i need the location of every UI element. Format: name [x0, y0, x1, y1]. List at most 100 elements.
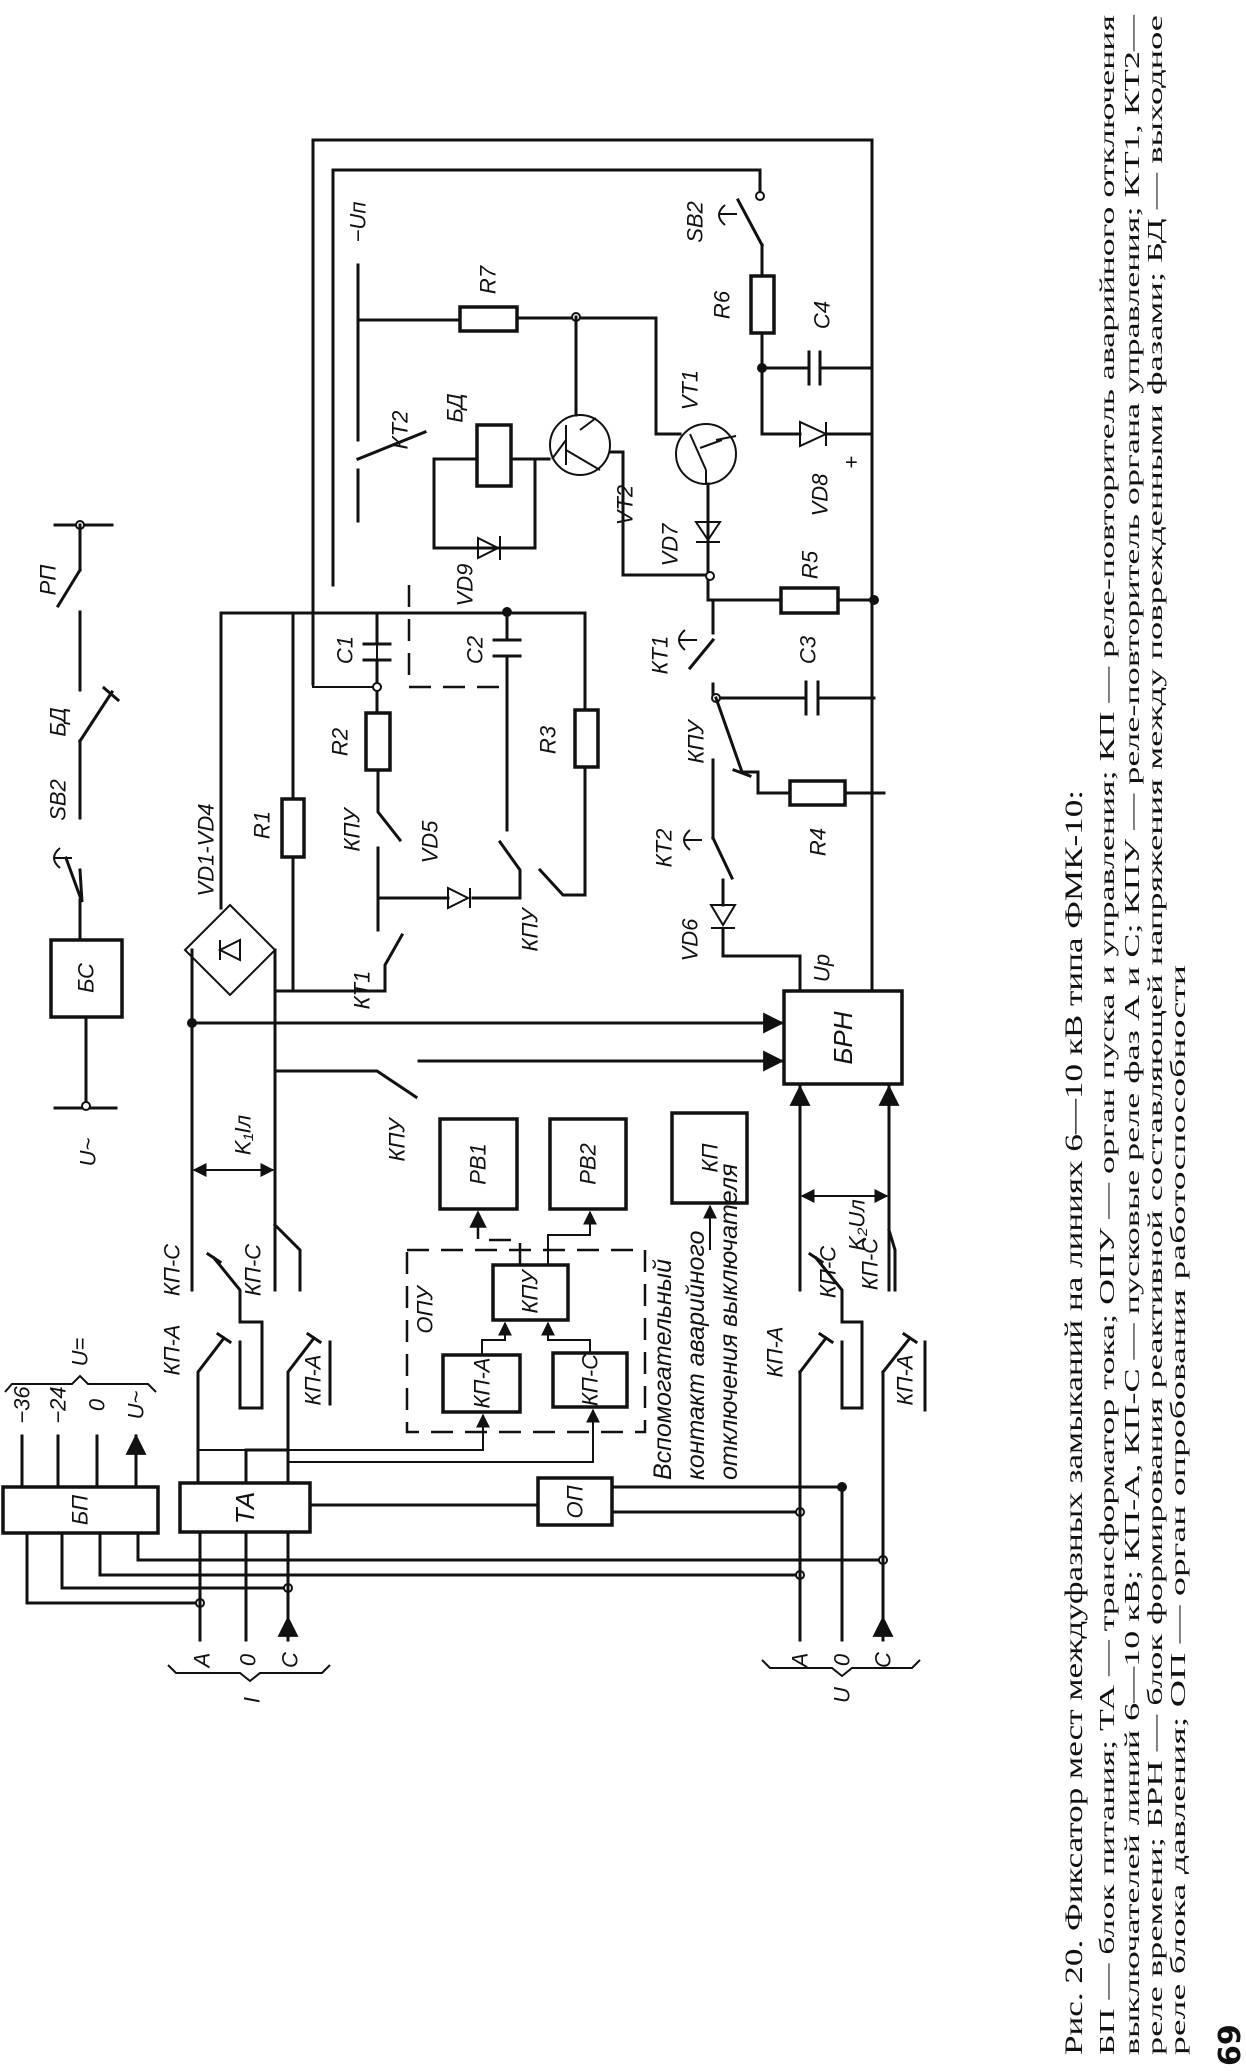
bp-output-brace: [4, 1374, 157, 1393]
switch-contacts-wire: [55, 523, 121, 942]
note-line-3: отключения выключателя: [715, 1164, 743, 1480]
vd8-diode-icon: [799, 420, 829, 448]
vd6-diode-icon: [709, 904, 737, 929]
vt2-label: VT2: [613, 485, 638, 525]
u-contact-label-2: КП-С: [816, 1246, 841, 1298]
r1-resistor: [280, 797, 306, 859]
kt2b-label: КТ2: [652, 829, 677, 868]
sb2-label: SB2: [683, 201, 708, 243]
kp-label: КП: [698, 1143, 723, 1172]
node: [869, 595, 879, 605]
r6-resistor: [749, 274, 776, 335]
u-brace: [761, 1659, 921, 1678]
kp-block: [670, 1111, 749, 1205]
r3-wire: [537, 611, 587, 897]
c1-capacitor: [362, 611, 392, 715]
kpa-to-kpu: [481, 1321, 512, 1355]
r6-label: R6: [710, 290, 735, 319]
bp-input-wires: [25, 1534, 885, 1605]
i-phase-a: A: [190, 1653, 215, 1670]
rb1-label: РВ1: [466, 1143, 491, 1185]
voltage-input-arrows: [798, 1618, 883, 1642]
vd5-diode-icon: [447, 886, 471, 910]
kt2-timer-icon: [683, 829, 702, 851]
u-phase-0: 0: [830, 1653, 855, 1666]
node: [372, 682, 382, 692]
r3-label: R3: [536, 725, 561, 754]
current-input-lines: [198, 1530, 290, 1642]
node: [755, 191, 765, 201]
output-stage: −Uп R7 КТ2 БД VD9 VT2 VT1 VD7 R5 SB2 R6 …: [311, 138, 886, 993]
c3-capacitor: [804, 680, 820, 716]
u-phase-a: A: [788, 1653, 813, 1670]
vd6-label: VD6: [678, 918, 703, 962]
u-contact-label-3: КП-С: [858, 1238, 883, 1290]
r4-resistor: [788, 779, 847, 807]
i-brace: [167, 1664, 331, 1683]
sb2-contact-blade: [735, 197, 765, 248]
bp-output-1: −36: [10, 1386, 35, 1424]
kpu-switch: [273, 1069, 419, 1100]
u-dc-label: U=: [68, 1337, 93, 1366]
i-contact-label-2: КП-С: [160, 1244, 185, 1296]
power-and-current-transformer: БП −36 −24 0 U~ U= ТА A 0 C I КП-А КП-С …: [1, 1222, 888, 1703]
voltage-contacts-a: [800, 1087, 864, 1410]
plus-sign: +: [845, 450, 858, 475]
figure-caption: Рис. 20. Фиксатор мест междуфазных замык…: [1061, 13, 1190, 2055]
vd9-diode-icon: [477, 536, 501, 560]
coil-wire: [432, 457, 551, 550]
kp-c-label: КП-С: [578, 1354, 603, 1406]
c4-label: C4: [810, 301, 835, 329]
c2-label: C2: [463, 636, 488, 664]
i-phase-c: C: [278, 1652, 303, 1668]
ta-to-kpa: [198, 1413, 490, 1451]
current-contacts-c: [272, 1222, 332, 1485]
bridge-section: VD1-VD4 R1 КТ1 C1 R2 КПУ VD5 C2 R3 КПУ: [183, 585, 600, 1009]
vd7-r5-wire: [706, 482, 874, 602]
i-phase-0: 0: [236, 1653, 261, 1666]
top-rail: [219, 611, 587, 910]
kpu1-label: КПУ: [340, 807, 365, 852]
u-contact-label-4: КП-А: [893, 1355, 918, 1406]
sb2-pushbutton-icon: [718, 204, 737, 226]
caption-line-4: реле времени; БРН — блок формирования ре…: [1143, 15, 1167, 2055]
vt2-transistor-icon: [549, 414, 611, 476]
caption-title: Рис. 20. Фиксатор мест междуфазных замык…: [1061, 790, 1088, 2055]
vd1-vd4-bridge-icon: [183, 903, 277, 997]
u-phase-c: C: [871, 1652, 896, 1668]
c3-label: C3: [796, 635, 821, 664]
up-label: Uр: [810, 954, 835, 982]
u-group-label: U: [830, 1687, 855, 1703]
kpu-block-label: КПУ: [518, 1269, 543, 1314]
ta-neutral-wire: [244, 1448, 290, 1485]
kp-c-block: [551, 1351, 629, 1409]
bp-output-3: 0: [85, 1398, 110, 1411]
bridge-diode-icon: [217, 938, 241, 962]
rp-label: РП: [36, 565, 61, 596]
kpu-to-rb2: [547, 1210, 597, 1265]
bs-label: БС: [74, 963, 99, 993]
kt2-vd6-wire: [711, 758, 802, 993]
bd-coil-label: БД: [443, 393, 468, 422]
vd9-label: VD9: [453, 564, 478, 607]
r2-resistor: [364, 711, 392, 772]
sb2-label: SB2: [46, 779, 71, 821]
kp-a-label: КП-А: [470, 1358, 495, 1409]
control-blocks: БРН КПУ K₁Iл РВ1 РВ2 КП ОПУ КПУ КП-А КП-…: [187, 948, 904, 1527]
i-group-label: I: [240, 1697, 265, 1703]
brn-label: БРН: [828, 1011, 858, 1064]
ta-to-kpc: [288, 1408, 600, 1463]
vt1-leads: [689, 433, 737, 484]
kt1-c3-wire: [687, 598, 876, 700]
c1-frame: [312, 612, 378, 688]
caption-line-5: реле блока давления; ОП — орган опробова…: [1166, 965, 1190, 2055]
vd1-vd4-label: VD1-VD4: [194, 804, 219, 897]
r3-resistor: [573, 708, 600, 769]
r1-label: R1: [250, 811, 275, 839]
vd5-label: VD5: [418, 820, 443, 864]
op-wires: [308, 1485, 844, 1514]
un-line: [356, 263, 427, 523]
kpc-to-kpu: [541, 1321, 591, 1353]
bd-relay-coil: [475, 423, 513, 488]
